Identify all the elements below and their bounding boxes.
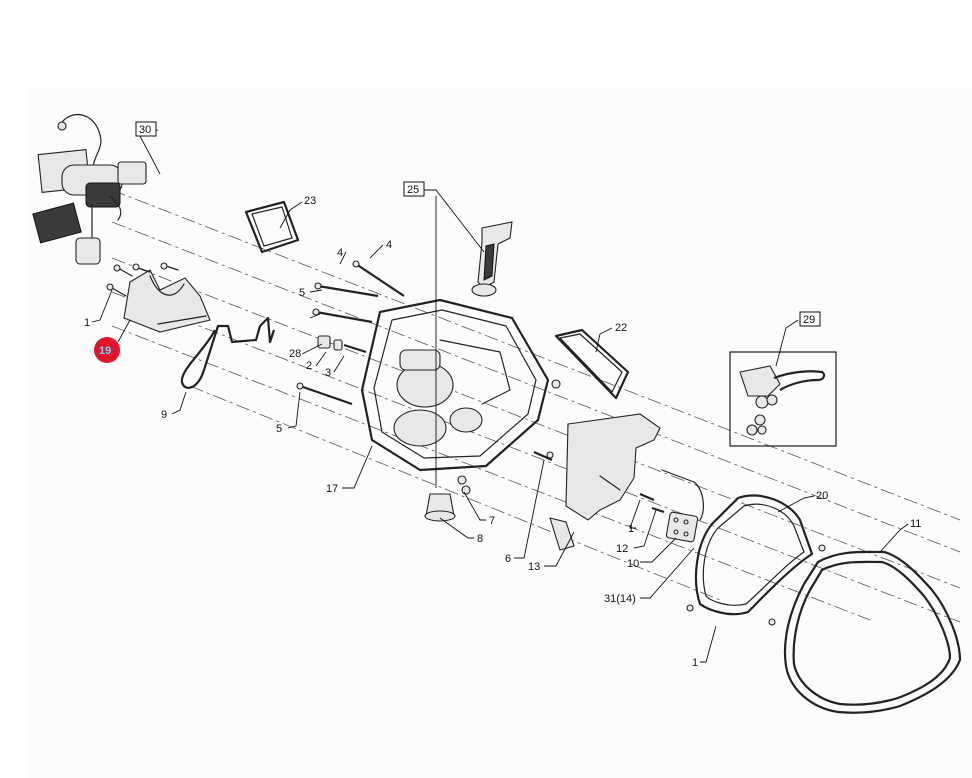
- part-19-bracket[interactable]: [123, 269, 211, 333]
- callout-13[interactable]: 13: [528, 561, 540, 573]
- callout-1-b[interactable]: 1: [628, 523, 634, 535]
- parts-12-10-cable-block[interactable]: [639, 469, 704, 543]
- callout-4-b[interactable]: 4: [386, 239, 392, 251]
- leader-lines: [91, 129, 909, 663]
- parts-4-5-long-bolts[interactable]: [296, 260, 405, 406]
- callout-23[interactable]: 23: [304, 195, 316, 207]
- callout-30[interactable]: 30: [139, 124, 151, 136]
- callout-3[interactable]: 3: [325, 367, 331, 379]
- part-11-belt[interactable]: [783, 550, 962, 714]
- part-8-nozzle[interactable]: [424, 493, 456, 522]
- part-30-motor-assembly[interactable]: [32, 114, 147, 265]
- callout-2[interactable]: 2: [306, 360, 312, 372]
- callout-31-14[interactable]: 31(14): [604, 593, 636, 605]
- part-7-nuts[interactable]: [457, 379, 561, 495]
- diagram-panel: [28, 88, 972, 778]
- callout-17[interactable]: 17: [326, 483, 338, 495]
- callout-29[interactable]: 29: [803, 314, 815, 326]
- callout-19-highlight: [94, 337, 120, 363]
- part-29-inset[interactable]: [729, 351, 837, 447]
- part-22-plate[interactable]: [554, 328, 630, 400]
- callout-6[interactable]: 6: [505, 553, 511, 565]
- callout-10[interactable]: 10: [627, 558, 639, 570]
- callout-1-c[interactable]: 1: [692, 657, 698, 669]
- callout-11[interactable]: 11: [910, 518, 921, 530]
- callout-25[interactable]: 25: [407, 184, 419, 196]
- callout-20[interactable]: 20: [816, 490, 828, 502]
- callout-7[interactable]: 7: [489, 515, 495, 527]
- screws-part-1-left[interactable]: [106, 262, 179, 297]
- callout-22[interactable]: 22: [615, 322, 627, 334]
- callout-5-a[interactable]: 5: [299, 287, 305, 299]
- callout-5-b[interactable]: 5: [276, 423, 282, 435]
- callout-8[interactable]: 8: [477, 533, 483, 545]
- part-9-wire-bail[interactable]: [180, 316, 276, 389]
- callout-28[interactable]: 28: [289, 348, 301, 360]
- callout-12[interactable]: 12: [616, 543, 628, 555]
- callout-9[interactable]: 9: [161, 409, 167, 421]
- part-25-handle[interactable]: [471, 221, 513, 297]
- callout-19[interactable]: 19: [99, 345, 111, 357]
- parts-28-2-3-hardware[interactable]: [317, 335, 367, 354]
- part-13-cover[interactable]: [549, 413, 661, 551]
- part-20-shield[interactable]: [686, 494, 826, 626]
- part-23-gasket[interactable]: [244, 200, 300, 254]
- callout-1-a[interactable]: 1: [84, 317, 90, 329]
- callout-labels: 30 23 25 4 4 5 5 1 19 28 2 3 9 22 29 17 …: [84, 124, 921, 669]
- callout-box-29: [799, 311, 821, 327]
- callout-box-30: [135, 121, 157, 137]
- part-6-screw[interactable]: [533, 450, 553, 462]
- callout-box-25: [403, 181, 425, 197]
- callout-4-a[interactable]: 4: [337, 247, 343, 259]
- part-17-housing[interactable]: [360, 298, 550, 472]
